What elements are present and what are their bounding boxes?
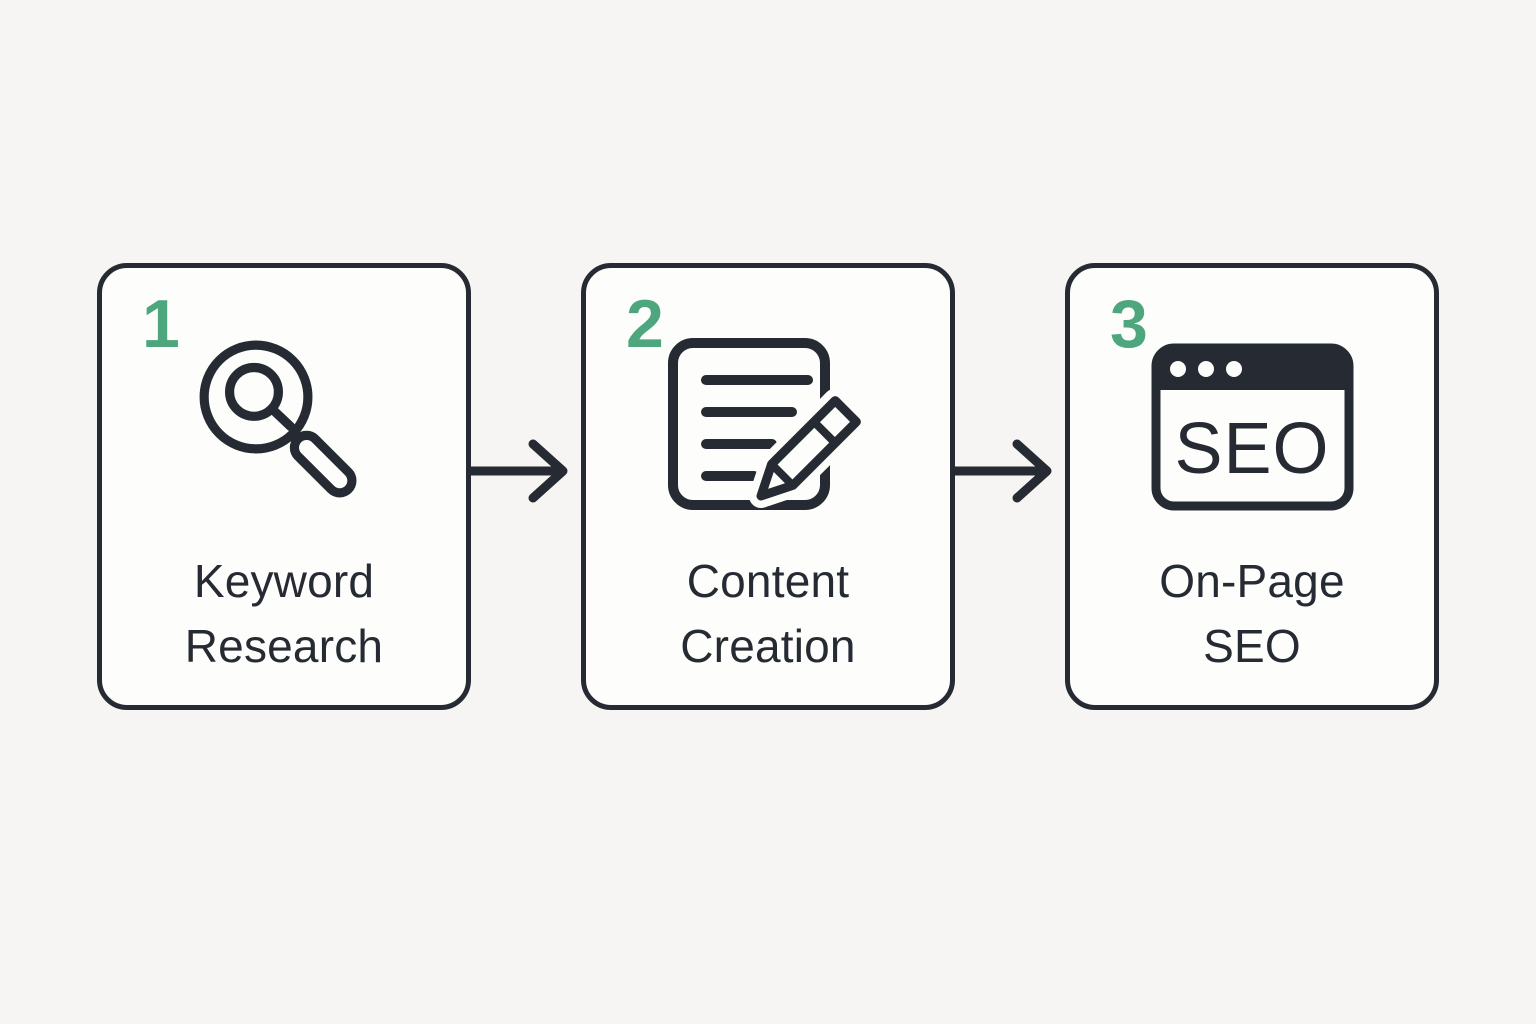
step-label: Content Creation	[586, 549, 950, 679]
step-label-line: Keyword	[193, 555, 375, 607]
step-card-keyword-research: 1 Keyword Research	[97, 263, 471, 710]
step-number: 1	[142, 286, 180, 362]
step-label-line: Creation	[680, 620, 856, 672]
arrow-right-icon	[955, 263, 1065, 710]
step-label: On-Page SEO	[1070, 549, 1434, 679]
arrow-right-icon-svg	[955, 439, 1052, 502]
browser-seo-icon: SEO	[1070, 334, 1434, 519]
browser-seo-text: SEO	[1174, 409, 1329, 489]
step-label: Keyword Research	[102, 549, 466, 679]
step-number: 2	[626, 286, 664, 362]
arrow-right-icon-svg	[471, 439, 568, 502]
seo-process-diagram: 1 Keyword Research 2	[0, 263, 1536, 710]
magnifier-icon-svg	[199, 340, 357, 497]
step-label-line: Content	[686, 555, 850, 607]
arrow-right-icon	[471, 263, 581, 710]
step-number: 3	[1110, 286, 1148, 362]
browser-seo-icon-svg: SEO	[1151, 343, 1353, 510]
step-label-line: SEO	[1203, 620, 1301, 672]
step-label-line: Research	[184, 620, 384, 672]
document-pencil-icon	[586, 334, 950, 519]
step-card-content-creation: 2 Content Creation	[581, 263, 955, 710]
step-label-line: On-Page	[1159, 555, 1345, 607]
magnifier-icon	[102, 334, 466, 519]
document-pencil-icon-svg	[667, 337, 868, 510]
step-card-on-page-seo: 3 SEO On-Page SEO	[1065, 263, 1439, 710]
